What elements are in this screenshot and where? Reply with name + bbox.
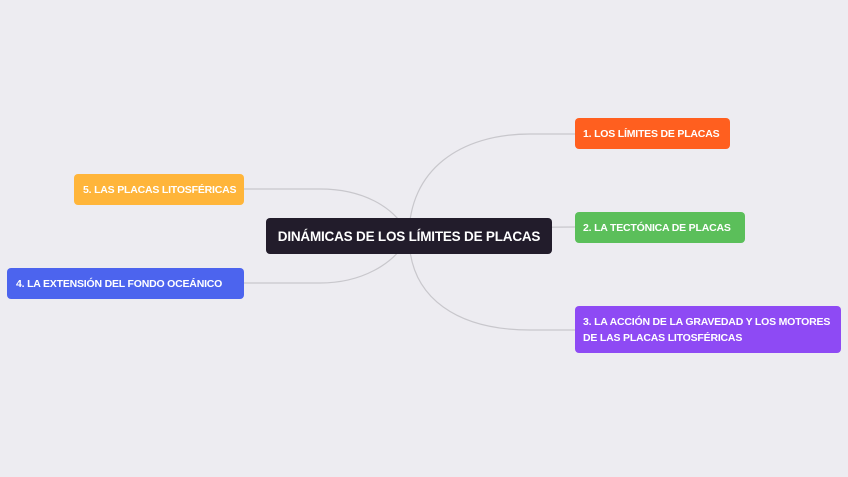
branch-label: 1. LOS LÍMITES DE PLACAS — [583, 127, 720, 140]
branch-label: 5. LAS PLACAS LITOSFÉRICAS — [83, 183, 237, 196]
central-topic-label: DINÁMICAS DE LOS LÍMITES DE PLACAS — [277, 228, 541, 244]
branch-limites-de-placas[interactable]: 1. LOS LÍMITES DE PLACAS — [575, 118, 730, 149]
branch-label: 4. LA EXTENSIÓN DEL FONDO OCEÁNICO — [16, 277, 223, 290]
branch-label: 2. LA TECTÓNICA DE PLACAS — [583, 221, 731, 234]
connector-3 — [408, 235, 575, 331]
branch-extension-fondo-oceanico[interactable]: 4. LA EXTENSIÓN DEL FONDO OCEÁNICO — [7, 268, 244, 299]
branch-tectonica-de-placas[interactable]: 2. LA TECTÓNICA DE PLACAS — [575, 212, 745, 243]
branch-placas-litosfericas[interactable]: 5. LAS PLACAS LITOSFÉRICAS — [74, 174, 244, 205]
branch-label: 3. LA ACCIÓN DE LA GRAVEDAD Y LOS MOTORE… — [583, 315, 831, 344]
connector-1 — [408, 133, 575, 237]
branch-accion-gravedad[interactable]: 3. LA ACCIÓN DE LA GRAVEDAD Y LOS MOTORE… — [575, 306, 841, 353]
central-topic[interactable]: DINÁMICAS DE LOS LÍMITES DE PLACAS — [266, 218, 552, 254]
